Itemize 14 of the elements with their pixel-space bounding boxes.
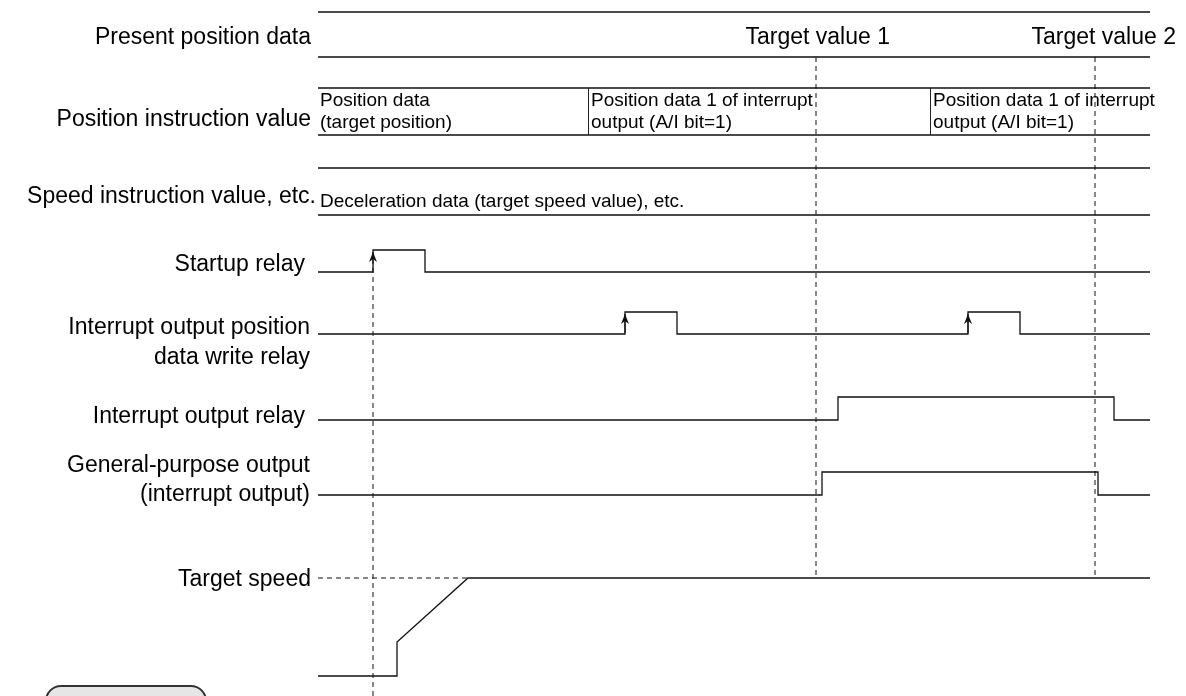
cell-text: Position data 1 of interrupt output (A/I bit=1) <box>933 89 1156 133</box>
signal-name: Present position data <box>93 22 311 50</box>
bus-value-text: Deceleration data (target speed value), etc. <box>320 189 686 213</box>
signal-name: Interrupt output position data write relay <box>67 312 310 371</box>
target-label: Target value 1 <box>744 22 890 50</box>
signal-name: Target speed <box>177 564 311 592</box>
target-label: Target value 2 <box>1030 22 1176 50</box>
signal-name: Interrupt output relay <box>91 401 305 429</box>
signal-name: Speed instruction value, etc. <box>26 181 316 209</box>
signal-name: Position instruction value <box>55 104 311 132</box>
cell-text: Position data (target position) <box>320 89 453 133</box>
cell-text: Position data 1 of interrupt output (A/I bit=1) <box>591 89 814 133</box>
signal-name: Startup relay <box>173 249 305 277</box>
signal-name: General-purpose output (interrupt output) <box>66 450 310 508</box>
